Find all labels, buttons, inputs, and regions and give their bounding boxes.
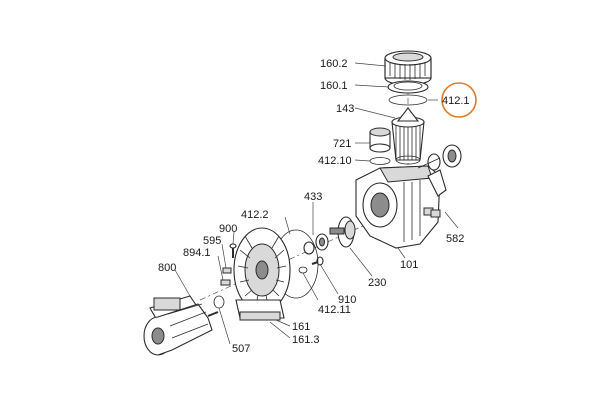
o-ring-412-1-part: [388, 94, 428, 106]
label-412-10: 412.10: [318, 155, 352, 167]
foot-894-1-part: [220, 279, 231, 286]
label-894-1: 894.1: [183, 247, 211, 259]
label-161: 161: [292, 321, 310, 333]
label-433: 433: [304, 191, 322, 203]
adapter-721-part: [369, 127, 391, 153]
impeller-part: [329, 216, 356, 248]
lid-ring-part: [387, 80, 429, 94]
label-582: 582: [446, 233, 464, 245]
drain-plug-part: [423, 207, 441, 218]
label-595: 595: [203, 235, 221, 247]
o-ring-412-11-part: [298, 266, 308, 274]
label-412-1: 412.1: [442, 95, 470, 107]
label-101: 101: [400, 259, 418, 271]
leader-lines: [174, 62, 459, 345]
label-160-2: 160.2: [320, 58, 348, 70]
label-900: 900: [219, 223, 237, 235]
label-230: 230: [368, 277, 386, 289]
label-721: 721: [333, 138, 351, 150]
motor-support-flange-part: [233, 227, 291, 321]
motor-part: [143, 295, 219, 356]
o-ring-412-10-part: [369, 157, 391, 165]
strainer-basket-part: [391, 107, 425, 165]
mechanical-seal-part: [303, 233, 329, 255]
suction-union-part: [417, 144, 462, 171]
label-412-11: 412.11: [318, 304, 351, 316]
label-507: 507: [232, 343, 250, 355]
washer-595-part: [222, 267, 232, 274]
pump-housing-part: [355, 165, 447, 249]
label-160-1: 160.1: [320, 80, 348, 92]
label-143: 143: [336, 103, 354, 115]
highlight-circle: [441, 82, 477, 118]
label-412-2: 412.2: [241, 209, 269, 221]
shaft-ring-507-part: [213, 295, 225, 309]
screw-910-part: [311, 256, 324, 266]
label-800: 800: [158, 262, 176, 274]
label-910: 910: [338, 294, 356, 306]
lid-cap-part: [384, 50, 432, 86]
label-161-3: 161.3: [292, 334, 320, 346]
